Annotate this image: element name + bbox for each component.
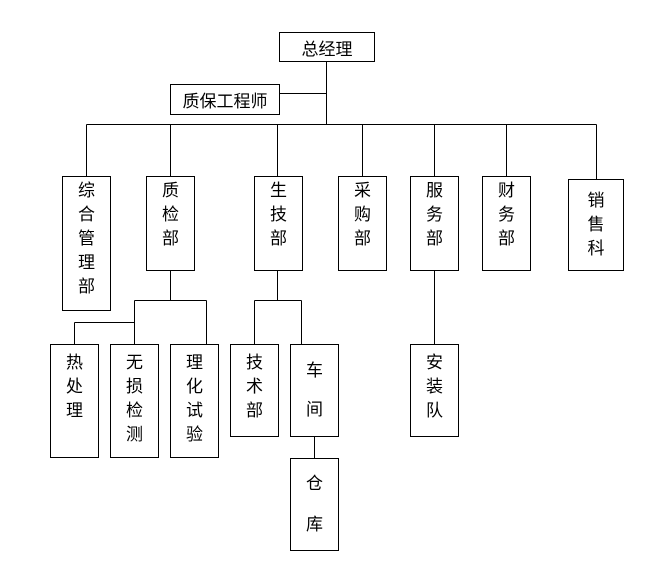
warehouse-char: 仓 xyxy=(306,473,323,494)
purchasing-dept-char: 采 xyxy=(354,181,371,201)
installation-team-box: 安 装 队 xyxy=(410,344,459,437)
service-dept-char: 服 xyxy=(426,181,443,201)
lab-testing-char: 化 xyxy=(186,377,203,397)
production-dept-char: 技 xyxy=(270,205,287,225)
service-dept-box: 服 务 部 xyxy=(410,176,459,271)
heat-treatment-char: 理 xyxy=(66,401,83,421)
sales-dept-char: 销 xyxy=(587,191,605,211)
general-manager-box: 总经理 xyxy=(279,32,375,62)
lab-testing-char: 理 xyxy=(186,353,203,373)
production-dept-char: 生 xyxy=(270,181,287,201)
admin-dept-char: 合 xyxy=(78,205,95,225)
heat-treatment-char: 处 xyxy=(66,377,83,397)
workshop-char: 车 xyxy=(306,360,323,381)
technology-dept-box: 技 术 部 xyxy=(230,344,279,437)
workshop-char: 间 xyxy=(306,400,323,421)
sales-dept-char: 科 xyxy=(587,239,605,259)
heat-treatment-box: 热 处 理 xyxy=(50,344,99,458)
technology-dept-char: 术 xyxy=(246,377,263,397)
lab-testing-char: 验 xyxy=(186,425,203,445)
sales-dept-char: 售 xyxy=(587,215,605,235)
finance-dept-char: 务 xyxy=(498,205,515,225)
ndt-char: 检 xyxy=(126,401,143,421)
ndt-char: 损 xyxy=(126,377,143,397)
general-manager-label: 总经理 xyxy=(301,39,353,60)
quality-dept-char: 质 xyxy=(162,181,179,201)
finance-dept-box: 财 务 部 xyxy=(482,176,531,271)
purchasing-dept-char: 部 xyxy=(354,229,371,249)
ndt-char: 测 xyxy=(126,425,143,445)
sales-dept-box: 销 售 科 xyxy=(568,179,624,271)
finance-dept-char: 财 xyxy=(498,181,515,201)
admin-dept-char: 综 xyxy=(78,181,95,201)
quality-dept-box: 质 检 部 xyxy=(146,176,195,271)
warehouse-box: 仓 库 xyxy=(290,458,339,551)
ndt-char: 无 xyxy=(126,353,143,373)
installation-team-char: 安 xyxy=(426,353,443,373)
qa-engineer-label: 质保工程师 xyxy=(182,92,268,112)
ndt-box: 无 损 检 测 xyxy=(110,344,159,458)
workshop-box: 车 间 xyxy=(290,344,339,437)
quality-dept-char: 部 xyxy=(162,229,179,249)
heat-treatment-char: 热 xyxy=(66,353,83,373)
lab-testing-box: 理 化 试 验 xyxy=(170,344,219,458)
admin-dept-char: 理 xyxy=(78,253,95,273)
installation-team-char: 装 xyxy=(426,377,443,397)
technology-dept-char: 部 xyxy=(246,401,263,421)
purchasing-dept-char: 购 xyxy=(354,205,371,225)
service-dept-char: 部 xyxy=(426,229,443,249)
installation-team-char: 队 xyxy=(426,401,443,421)
admin-dept-box: 综 合 管 理 部 xyxy=(62,176,111,311)
purchasing-dept-box: 采 购 部 xyxy=(338,176,387,271)
admin-dept-char: 部 xyxy=(78,277,95,297)
production-dept-box: 生 技 部 xyxy=(254,176,303,271)
warehouse-char: 库 xyxy=(306,515,323,536)
service-dept-char: 务 xyxy=(426,205,443,225)
finance-dept-char: 部 xyxy=(498,229,515,249)
qa-engineer-box: 质保工程师 xyxy=(170,84,280,115)
technology-dept-char: 技 xyxy=(246,353,263,373)
lab-testing-char: 试 xyxy=(186,401,203,421)
admin-dept-char: 管 xyxy=(78,229,95,249)
production-dept-char: 部 xyxy=(270,229,287,249)
quality-dept-char: 检 xyxy=(162,205,179,225)
